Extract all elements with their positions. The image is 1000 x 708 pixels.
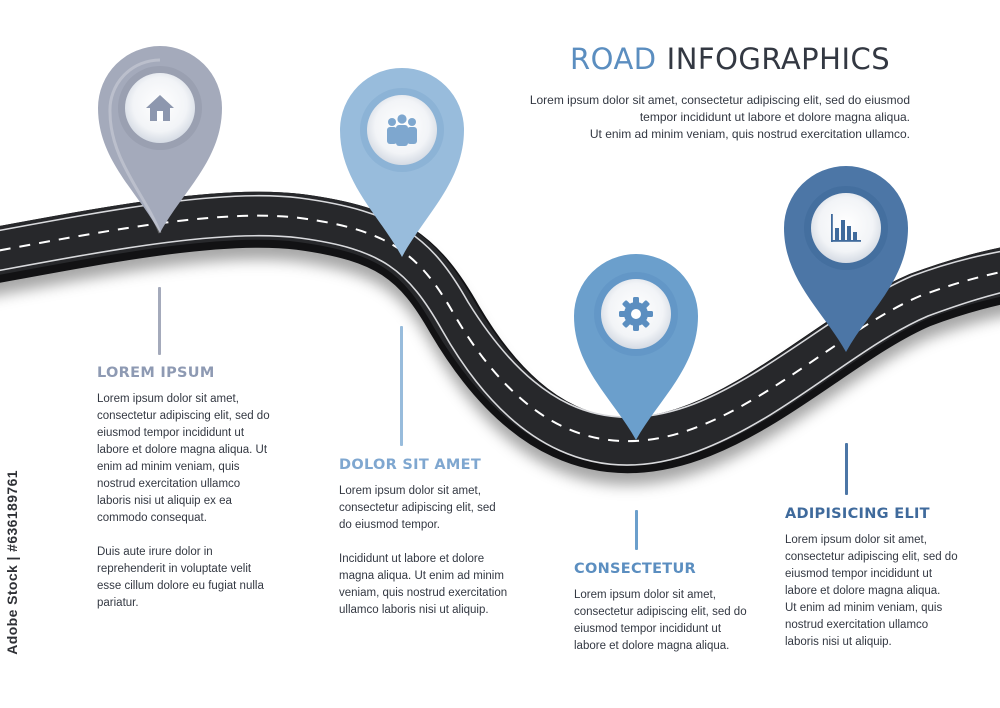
intro-text: Lorem ipsum dolor sit amet, consectetur … xyxy=(490,92,910,143)
stock-watermark: Adobe Stock | #636189761 xyxy=(4,470,20,655)
intro-line: Lorem ipsum dolor sit amet, consectetur … xyxy=(529,93,910,107)
milestone-paragraph: Lorem ipsum dolor sit amet, consectetur … xyxy=(785,534,958,597)
milestone-block-2: DOLOR SIT AMET Lorem ipsum dolor sit ame… xyxy=(339,457,511,636)
intro-line: Ut enim ad minim veniam, quis nostrud ex… xyxy=(589,127,910,141)
pin-marker-2 xyxy=(340,67,464,257)
pin-marker-4 xyxy=(784,166,908,352)
gear-icon xyxy=(619,297,653,331)
home-icon xyxy=(146,95,174,121)
milestone-paragraph: Incididunt ut labore et dolore magna ali… xyxy=(339,553,508,616)
pin-marker-3 xyxy=(574,254,698,440)
connector-line-4 xyxy=(845,443,848,495)
title-word-road: ROAD xyxy=(570,42,657,76)
connector-line-3 xyxy=(635,510,638,550)
connector-line-2 xyxy=(400,326,403,446)
bar-chart-icon xyxy=(831,214,861,242)
milestone-paragraph: Lorem ipsum dolor sit amet, consectetur … xyxy=(97,393,270,524)
road-edge-line-top xyxy=(0,194,1000,418)
connector-line-1 xyxy=(158,287,161,355)
milestone-heading: LOREM IPSUM xyxy=(97,365,215,381)
pin-marker-1 xyxy=(98,46,222,234)
milestone-block-3: CONSECTETUR Lorem ipsum dolor sit amet, … xyxy=(574,561,754,672)
milestone-paragraph: Lorem ipsum dolor sit amet, consectetur … xyxy=(574,589,747,652)
title-word-infographics: INFOGRAPHICS xyxy=(666,42,891,76)
milestone-paragraph: Duis aute irure dolor in reprehenderit i… xyxy=(97,546,264,609)
milestone-block-4: ADIPISICING ELIT Lorem ipsum dolor sit a… xyxy=(785,506,960,668)
milestone-heading: DOLOR SIT AMET xyxy=(339,457,482,473)
milestone-heading: ADIPISICING ELIT xyxy=(785,506,930,522)
milestone-paragraph: Ut enim ad minim veniam, quis nostrud ex… xyxy=(785,602,943,648)
milestone-heading: CONSECTETUR xyxy=(574,561,697,577)
intro-line: tempor incididunt ut labore et dolore ma… xyxy=(639,110,910,124)
milestone-block-1: LOREM IPSUM Lorem ipsum dolor sit amet, … xyxy=(97,365,277,629)
team-icon xyxy=(387,114,417,146)
road-edge-line-bottom xyxy=(0,234,1000,466)
page-title: ROAD INFOGRAPHICS xyxy=(570,42,890,76)
milestone-paragraph: Lorem ipsum dolor sit amet, consectetur … xyxy=(339,485,496,531)
road-center-dashes xyxy=(0,214,1000,443)
